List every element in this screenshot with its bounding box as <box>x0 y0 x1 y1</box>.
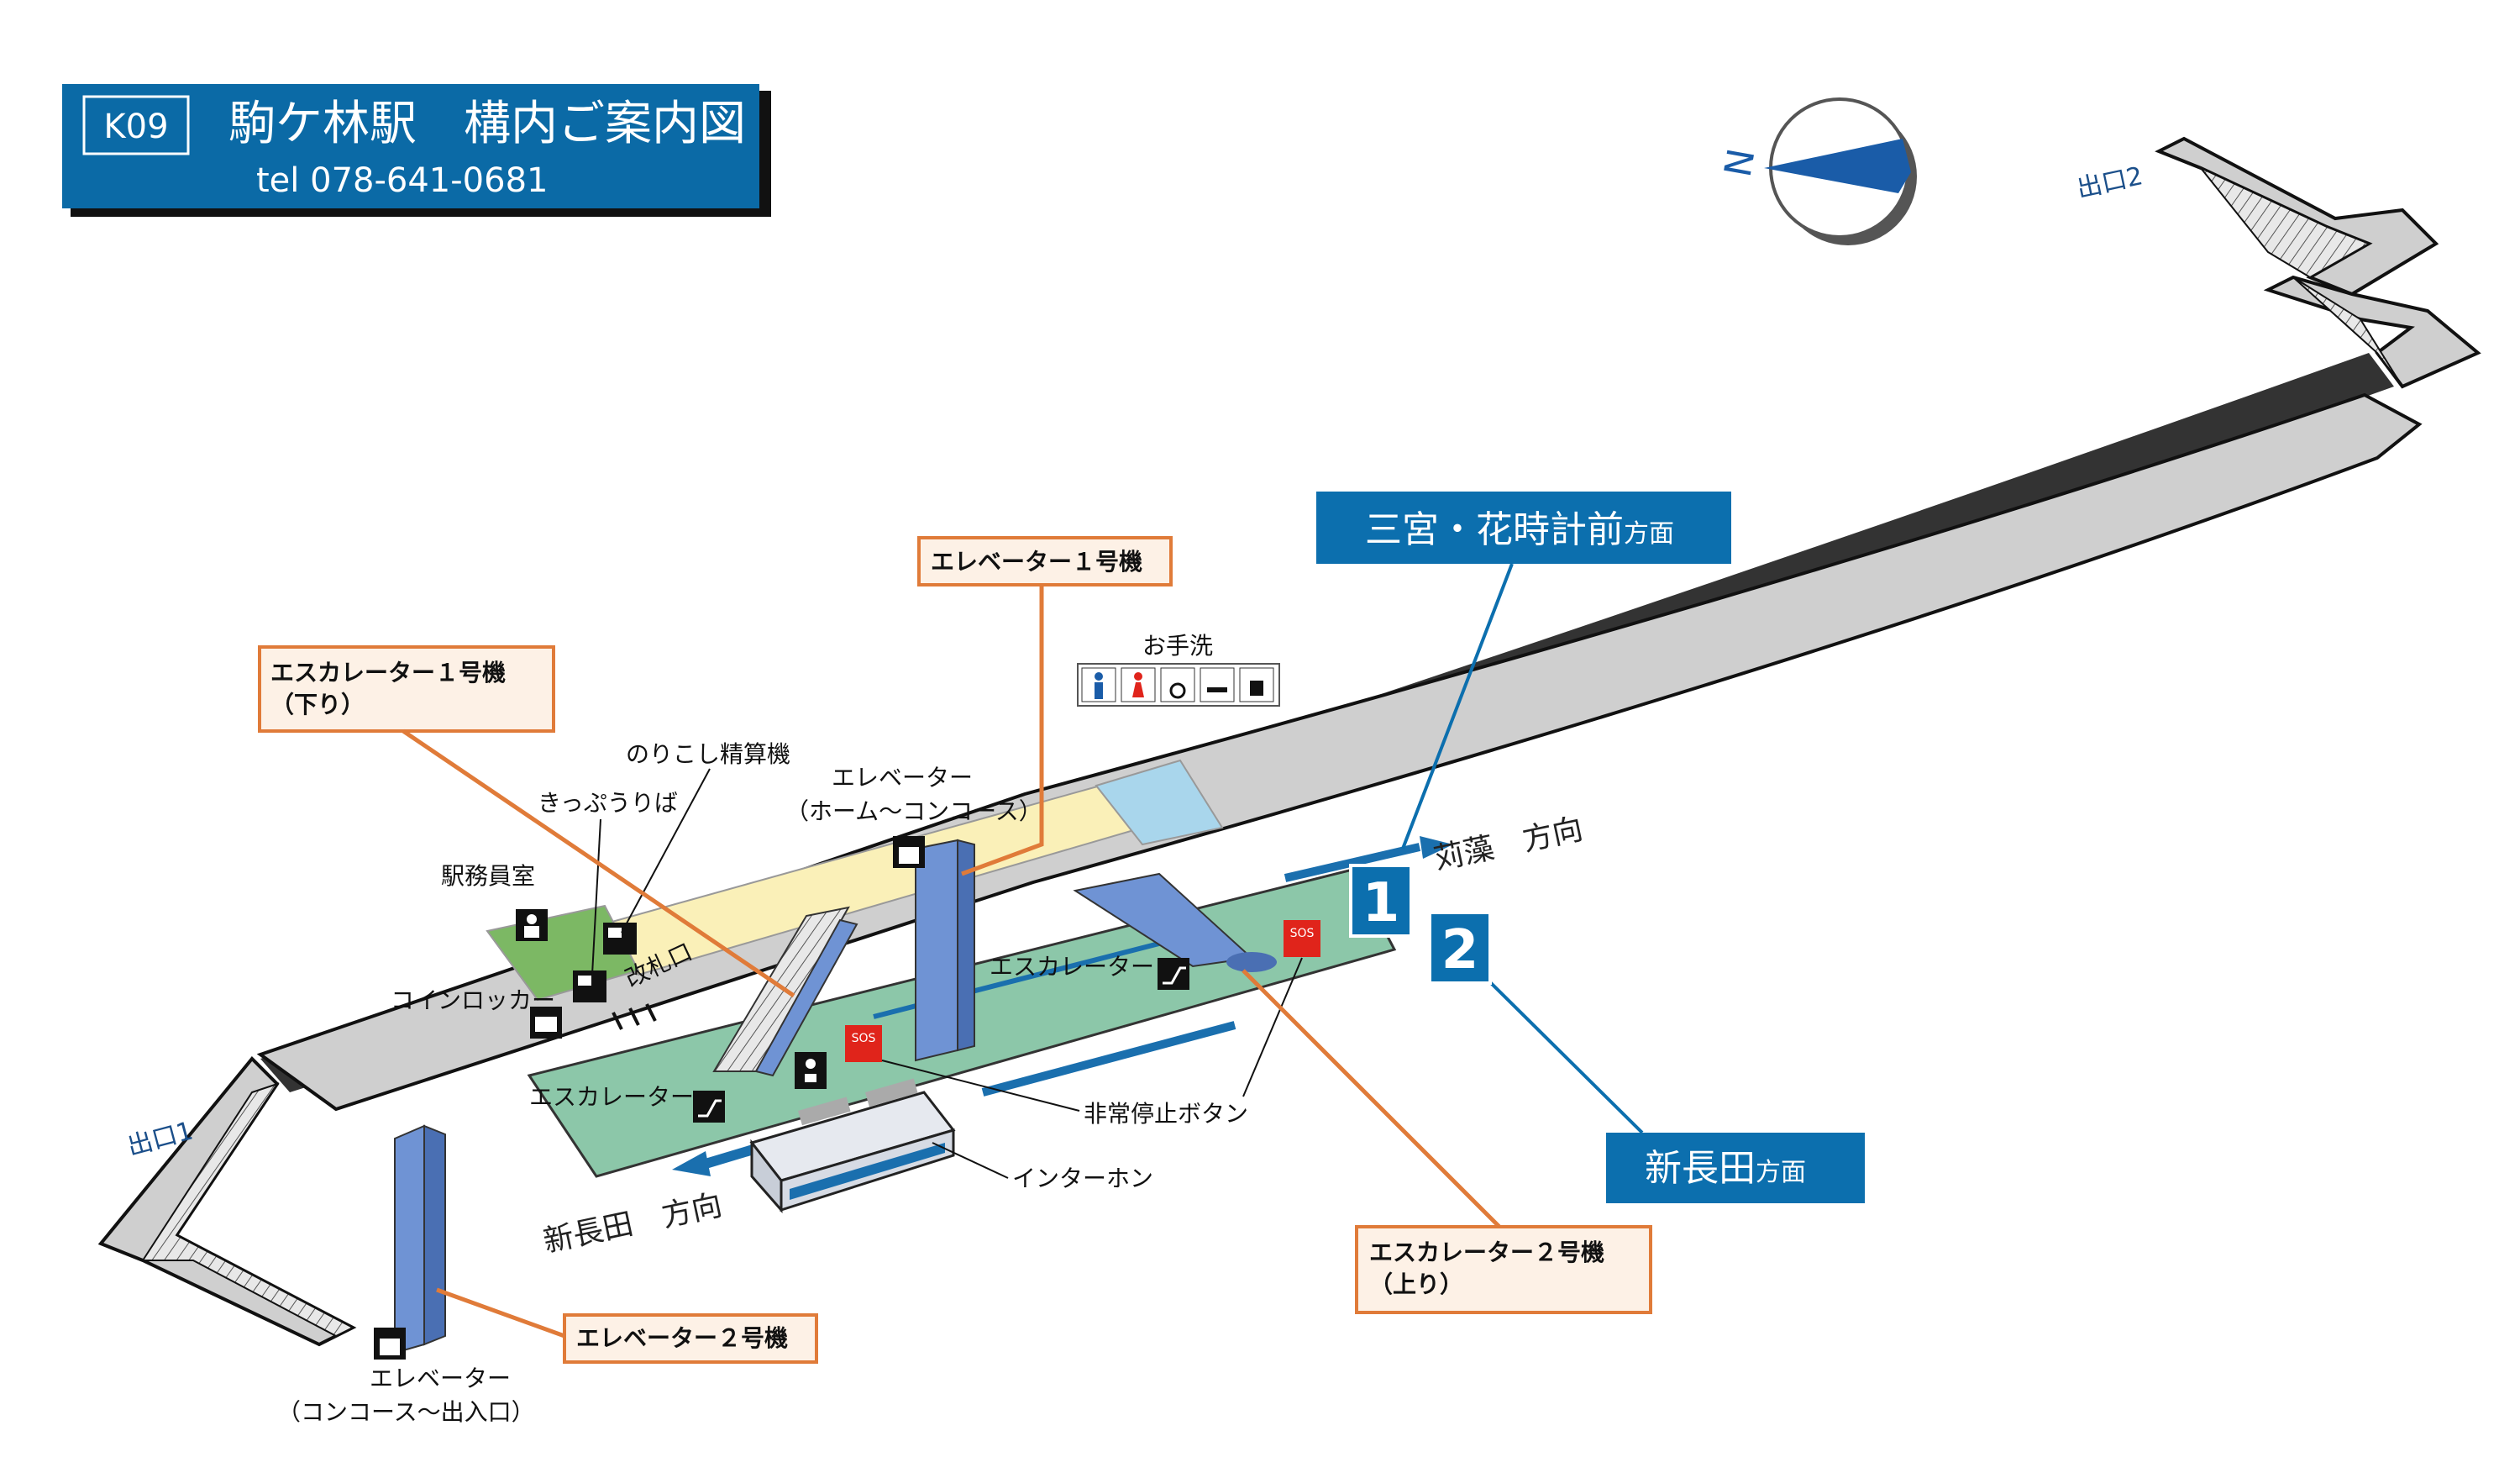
page-title: 駒ケ林駅 構内ご案内図 <box>228 97 746 151</box>
escalator-right-label: エスカレーター <box>990 953 1154 981</box>
escalator-icon <box>693 1091 725 1123</box>
elevator-bottom-label-1: エレベーター <box>370 1365 511 1392</box>
concourse-band <box>256 353 2423 1112</box>
callout-elevator-1: エレベーター１号機 <box>917 536 1173 876</box>
callout-escalator-2: エスカレーター２号機 （上り） <box>1242 969 1652 1314</box>
emergency-stop-leader <box>881 1060 1080 1112</box>
compass-north-label: N <box>1717 145 1764 180</box>
elevator-top-label-1: エレベーター <box>832 764 973 792</box>
sos-icon: SOS <box>845 1025 882 1062</box>
svg-text:エレベーター２号機: エレベーター２号機 <box>576 1324 788 1352</box>
exit2-stairs <box>2155 136 2481 389</box>
svg-text:新長田方面: 新長田方面 <box>1645 1147 1806 1190</box>
station-office-icon <box>516 909 548 941</box>
direction-box-sannomiya: 三宮・花時計前方面 <box>1316 492 1731 849</box>
station-code-box <box>82 95 190 155</box>
svg-text:エスカレーター２号機: エスカレーター２号機 <box>1369 1239 1604 1266</box>
intercom-icon <box>795 1052 827 1089</box>
svg-text:（下り）: （下り） <box>270 691 365 718</box>
svg-text:2: 2 <box>1441 919 1479 981</box>
elevator-bottom-label-2: （コンコース～出入口） <box>277 1398 535 1426</box>
escalator-2 <box>1073 872 1277 972</box>
callout-escalator-1: エスカレーター１号機 （下り） <box>258 645 795 998</box>
intercom-label: インターホン <box>1012 1165 1153 1192</box>
svg-text:エレベーター１号機: エレベーター１号機 <box>931 548 1142 576</box>
elevator-icon <box>893 836 925 868</box>
svg-text:SOS: SOS <box>852 1032 876 1045</box>
arrow-shin-nagata-head-icon <box>672 1151 711 1176</box>
intercom-leader <box>932 1142 1009 1179</box>
elevator-2-shaft <box>394 1124 446 1354</box>
train <box>749 1078 956 1213</box>
svg-text:三宮・花時計前方面: 三宮・花時計前方面 <box>1365 508 1674 551</box>
coin-locker-label: コインロッカー <box>391 986 555 1014</box>
callout-elevator-2: エレベーター２号機 <box>436 1287 818 1364</box>
toilet-area <box>1095 759 1224 846</box>
direction-shin-nagata: 新長田 方向 <box>540 1188 725 1260</box>
compass-needle-icon <box>1764 139 1911 193</box>
svg-text:（上り）: （上り） <box>1369 1270 1463 1298</box>
escalator-left-label: エスカレーター <box>529 1083 694 1111</box>
arrow-karumo-head-icon <box>1420 836 1453 859</box>
toilet-icons <box>1077 663 1280 707</box>
fare-adjust-label: のりこし精算機 <box>626 740 790 768</box>
emergency-stop-leader-2 <box>1242 957 1303 1097</box>
ticket-leader <box>591 818 601 976</box>
fare-adjust-icon <box>603 923 637 955</box>
station-office-label: 駅務員室 <box>441 862 535 890</box>
emergency-stop-label: 非常停止ボタン <box>1084 1100 1248 1128</box>
platform-2-badge: 2 <box>1428 911 1492 985</box>
sos-icon: SOS <box>1284 920 1320 957</box>
ticket-machine-icon <box>573 970 606 1002</box>
phone-number: tel 078-641-0681 <box>256 161 548 200</box>
fare-adjust-leader <box>621 768 711 934</box>
header-banner: K09 駒ケ林駅 構内ご案内図 tel 078-641-0681 <box>62 84 771 217</box>
elevator-icon <box>374 1328 406 1360</box>
direction-box-shin-nagata: 新長田方面 <box>1485 977 1865 1203</box>
toilet-label: お手洗 <box>1142 632 1213 660</box>
coin-locker-icon <box>530 1007 562 1039</box>
baby-care-icon <box>1200 667 1235 702</box>
platform-1-badge: 1 <box>1349 864 1413 938</box>
exit2-label: 出口2 <box>2074 161 2145 204</box>
elevator-top-label-2: （ホーム～コンコース） <box>785 797 1042 825</box>
ticket-label: きっぷうりば <box>538 789 678 817</box>
arrow-karumo <box>1284 843 1421 882</box>
exit1-stairs <box>97 1056 357 1347</box>
direction-karumo: 苅藻 方向 <box>1431 812 1586 877</box>
ticket-gate <box>612 1003 657 1030</box>
escalator-icon <box>1158 958 1189 990</box>
station-code: K09 <box>103 108 168 146</box>
svg-text:1: 1 <box>1362 872 1400 934</box>
elevator-1-shaft <box>915 839 975 1062</box>
compass: N <box>1717 97 1917 245</box>
svg-text:SOS: SOS <box>1290 927 1315 940</box>
svg-text:エスカレーター１号機: エスカレーター１号機 <box>270 659 506 686</box>
